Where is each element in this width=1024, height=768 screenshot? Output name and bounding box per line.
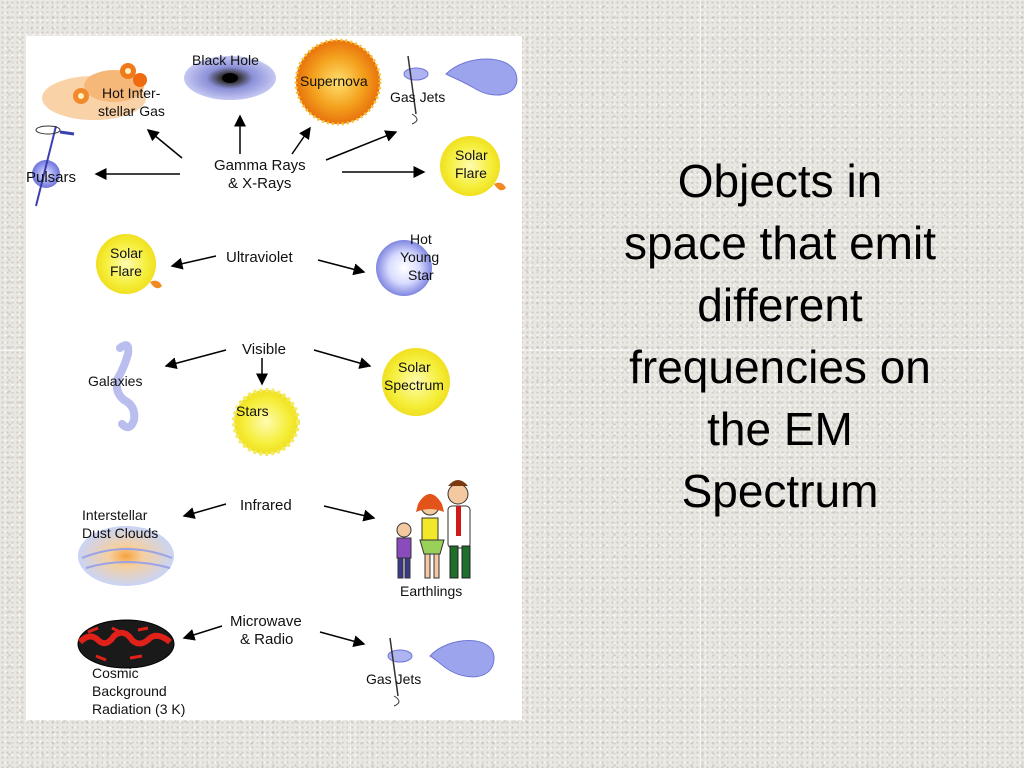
cmb-label: Radiation (3 K) [92,701,185,717]
slide-title: Objects in space that emit different fre… [590,150,970,522]
arrow [182,625,223,641]
arrow [291,126,311,155]
gas-jets-label: Gas Jets [390,89,445,105]
arrow [317,259,366,276]
hot-young-star-icon [376,240,432,296]
galaxy-icon [112,341,139,432]
gas-jets-icon [387,637,495,707]
band-label-microwave: Microwave [230,613,302,630]
solar-spectrum-label: Spectrum [384,377,444,393]
arrow [182,503,227,519]
title-line: Objects in [677,155,883,207]
arrow [325,130,398,161]
cmb-label: Cosmic [92,665,139,681]
solar-spectrum-icon [382,348,450,416]
band-label-ultraviolet: Ultraviolet [226,249,294,266]
title-line: the EM [707,403,853,455]
solar-spectrum-label: Solar [398,359,431,375]
arrow [164,349,227,370]
solar-flare-icon [440,136,506,196]
supernova-icon [294,38,382,126]
solar-flare-label: Solar [455,147,488,163]
band-label-gamma: & X-Rays [228,175,291,192]
hot-gas-label: Hot Inter- [102,85,161,101]
diagram-svg: Hot Inter- stellar Gas Black Hole Supern… [26,38,518,717]
pulsar-icon [32,125,75,207]
title-line: Spectrum [681,465,879,517]
title-line: frequencies on [629,341,931,393]
arrow [146,129,183,159]
black-hole-icon [184,56,276,100]
cmb-label: Background [92,683,167,699]
earthlings-label: Earthlings [400,583,462,599]
cmb-icon [77,619,175,669]
arrow [323,505,376,522]
em-spectrum-diagram: Hot Inter- stellar Gas Black Hole Supern… [26,36,522,720]
stars-label: Stars [236,403,269,419]
black-hole-label: Black Hole [192,52,259,68]
stars-icon [232,388,300,456]
band-label-microwave: & Radio [240,631,293,648]
arrow [313,349,372,369]
pulsars-label: Pulsars [26,169,76,186]
band-label-visible: Visible [242,341,286,358]
hot-young-star-label: Young [400,249,439,265]
solar-flare-label: Solar [110,245,143,261]
title-line: space that emit [624,217,936,269]
supernova-label: Supernova [300,73,368,89]
hot-young-star-label: Hot [410,231,432,247]
band-label-gamma: Gamma Rays [214,157,306,174]
dust-clouds-label: Dust Clouds [82,525,158,541]
gas-jets-icon [403,55,518,125]
background-tile-line [700,0,701,768]
arrow [170,255,217,270]
solar-flare-label: Flare [455,165,487,181]
dust-clouds-label: Interstellar [82,507,148,523]
solar-flare-icon [96,234,162,294]
hot-gas-label: stellar Gas [98,103,165,119]
galaxies-label: Galaxies [88,373,142,389]
hot-young-star-label: Star [408,267,434,283]
title-line: different [697,279,863,331]
gas-jets-label: Gas Jets [366,671,421,687]
dust-cloud-icon [78,526,174,586]
earthlings-icon [396,480,471,579]
solar-flare-label: Flare [110,263,142,279]
band-label-infrared: Infrared [240,497,292,514]
hot-interstellar-gas-icon [42,63,147,120]
arrow [319,631,366,648]
